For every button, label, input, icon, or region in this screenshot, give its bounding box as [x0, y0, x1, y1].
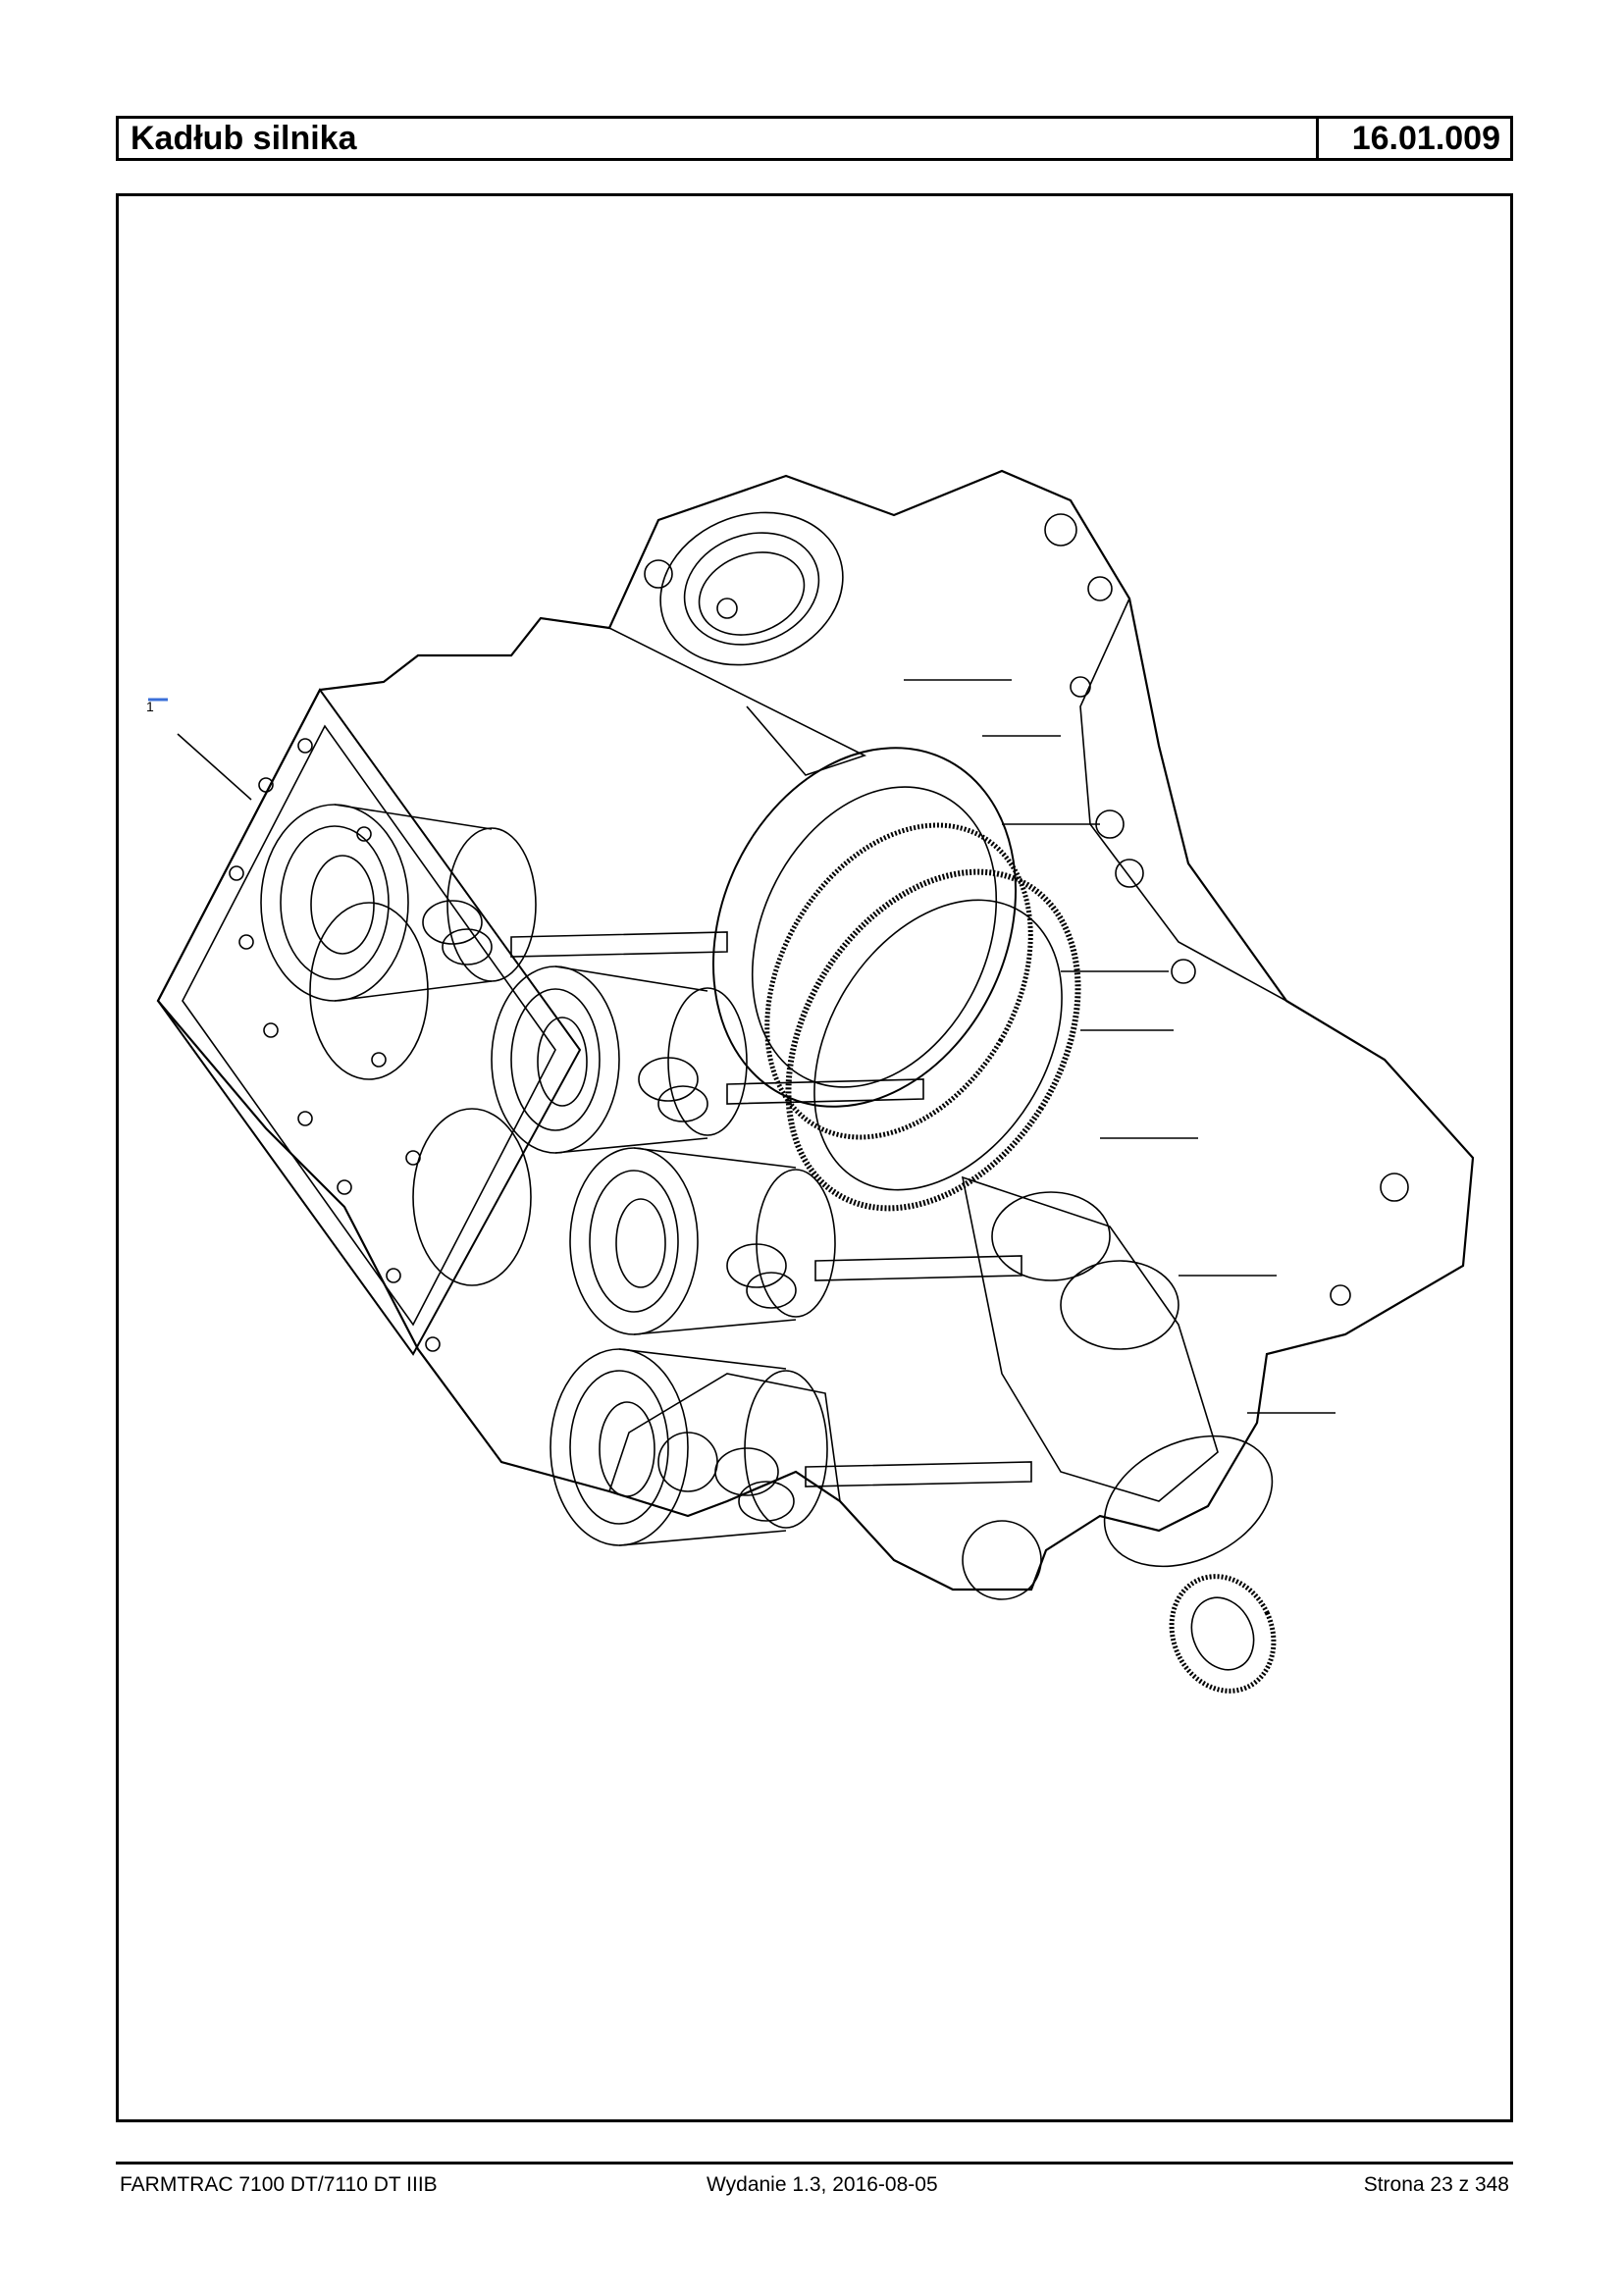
page-header: Kadłub silnika 16.01.009	[116, 116, 1513, 161]
crank-gear	[1169, 1574, 1277, 1694]
conrod-4	[805, 1461, 1032, 1487]
gasket-bolt-holes	[229, 738, 441, 1352]
right-face-edge	[1079, 598, 1287, 1002]
block-bosses	[644, 513, 1409, 1600]
conrod-3	[814, 1255, 1022, 1281]
pump-boss-core	[698, 551, 806, 636]
top-face-edge	[540, 617, 867, 776]
gasket-inner	[182, 724, 556, 1327]
engine-block-exploded-drawing: 1	[146, 469, 1475, 1694]
callout-marker-label: 1	[146, 699, 154, 714]
pump-boss-inner	[683, 532, 820, 646]
cylinder-1	[260, 804, 537, 1002]
flywheel-housing	[711, 747, 1018, 1108]
crankshaft-body	[961, 1175, 1219, 1502]
bottom-face-edge	[608, 1373, 841, 1502]
footer-model: FARMTRAC 7100 DT/7110 DT IIIB	[120, 2173, 438, 2196]
gasket-face	[156, 688, 582, 1356]
pump-boss-outer	[659, 511, 844, 666]
page-footer: FARMTRAC 7100 DT/7110 DT IIIB Wydanie 1.…	[116, 2170, 1513, 2200]
section-code: 16.01.009	[1351, 120, 1500, 157]
flywheel-housing-inner	[751, 786, 998, 1088]
bore-2	[412, 1108, 532, 1286]
cylinder-2	[491, 965, 748, 1154]
crank-journal-1	[991, 1191, 1111, 1281]
diagram-leader-lines	[904, 679, 1336, 1414]
engine-block-drawing-frame: 1	[116, 193, 1513, 2122]
ring-gear-2	[785, 868, 1081, 1212]
page-title: Kadłub silnika	[119, 119, 1319, 158]
crank-gear-hub	[1190, 1596, 1255, 1671]
footer-edition: Wydanie 1.3, 2016-08-05	[707, 2173, 938, 2196]
cylinder-3	[569, 1147, 836, 1335]
crank-journal-2	[1060, 1260, 1179, 1350]
callout-leader	[177, 733, 252, 801]
bore-1	[309, 902, 429, 1080]
footer-page-number: Strona 23 z 348	[1363, 2173, 1509, 2196]
footer-rule	[116, 2162, 1513, 2165]
block-outline	[156, 469, 1475, 1591]
conrod-1	[510, 931, 728, 958]
crank-flange	[1103, 1434, 1274, 1568]
conrod-2	[726, 1078, 924, 1105]
flywheel-face	[813, 899, 1063, 1191]
ring-gear-1	[764, 822, 1033, 1140]
